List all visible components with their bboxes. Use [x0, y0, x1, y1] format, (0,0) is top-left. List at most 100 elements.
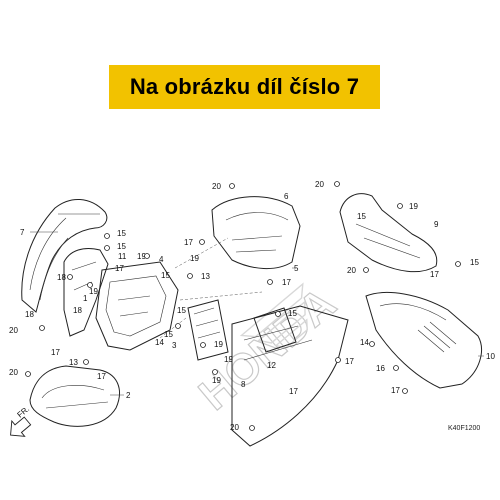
part-outline — [45, 401, 109, 409]
callout-number: 20 — [9, 368, 18, 377]
callout-number: 17 — [391, 386, 400, 395]
callout-10: 10 — [478, 352, 495, 361]
callout-16: 16 — [376, 364, 385, 373]
callout-number: 15 — [164, 330, 173, 339]
fastener — [334, 181, 340, 187]
callout-number: 14 — [155, 338, 164, 347]
part-3-center-panel — [187, 299, 229, 361]
callout-9: 9 — [434, 220, 439, 229]
callout-number: 17 — [184, 238, 193, 247]
callout-number: 15 — [288, 309, 297, 318]
callout-number: 17 — [289, 387, 298, 396]
callout-17f: 17 — [289, 387, 298, 396]
callout-number: 18 — [25, 310, 34, 319]
callout-13a: 13 — [69, 358, 78, 367]
callout-18c: 18 — [25, 310, 34, 319]
callout-20d: 20 — [230, 423, 239, 432]
watermark-text: HONDA — [190, 278, 345, 419]
callout-6: 6 — [284, 192, 289, 201]
part-outline — [179, 291, 263, 301]
fastener — [83, 359, 89, 365]
callout-number: 19 — [214, 340, 223, 349]
part-outline — [379, 303, 447, 321]
part-2-lower-front — [29, 365, 120, 427]
fastener — [402, 388, 408, 394]
callout-19f: 19 — [212, 376, 221, 385]
callout-15g: 15 — [357, 212, 366, 221]
callout-7: 7 — [20, 228, 58, 237]
callout-number: 19 — [190, 254, 199, 263]
callout-15: 15 — [117, 229, 126, 238]
callout-number: 16 — [376, 364, 385, 373]
callout-3: 3 — [172, 341, 177, 350]
part-outline — [355, 223, 421, 259]
callout-number: 17 — [430, 270, 439, 279]
callout-19e: 19 — [224, 355, 233, 364]
part-outline — [174, 237, 229, 269]
callout-number: 18 — [73, 306, 82, 315]
part-outline — [95, 261, 179, 351]
callout-number: 20 — [315, 180, 324, 189]
part-outline — [29, 365, 120, 427]
callout-number: 3 — [172, 341, 177, 350]
honda-watermark: HONDA — [189, 278, 345, 420]
callout-number: 13 — [201, 272, 210, 281]
callout-number: 20 — [230, 423, 239, 432]
diagram-code: K40F1200 — [448, 425, 480, 432]
callout-20c: 20 — [212, 182, 221, 191]
part-number-banner: Na obrázku díl číslo 7 — [109, 65, 380, 109]
callout-20f: 20 — [347, 266, 356, 275]
callout-13b: 13 — [201, 272, 210, 281]
callout-number: 4 — [159, 255, 164, 264]
fastener — [175, 323, 181, 329]
fastener — [267, 279, 273, 285]
callout-18b: 18 — [73, 306, 82, 315]
callout-17h: 17 — [430, 270, 439, 279]
callout-number: 1 — [83, 294, 88, 303]
part-outline — [243, 325, 313, 361]
part-outline — [117, 295, 151, 317]
callout-5: 5 — [292, 264, 299, 273]
callout-1: 1 — [83, 294, 88, 303]
callout-number: 17 — [51, 348, 60, 357]
callout-number: 13 — [69, 358, 78, 367]
front-direction-label: FR. — [16, 404, 32, 419]
part-9-right-upper — [339, 193, 438, 273]
callout-20b: 20 — [9, 368, 18, 377]
fastener — [275, 311, 281, 317]
part-outline — [253, 307, 297, 353]
callout-number: 19 — [137, 252, 146, 261]
fastener — [187, 273, 193, 279]
callout-15h: 15 — [470, 258, 479, 267]
fastener — [393, 365, 399, 371]
part-outline — [63, 248, 109, 337]
callout-number: 20 — [9, 326, 18, 335]
callout-15f: 15 — [288, 309, 297, 318]
fastener — [67, 274, 73, 280]
callout-number: 19 — [224, 355, 233, 364]
part-outline — [225, 212, 289, 221]
callout-4: 4 — [159, 255, 164, 264]
honda-wing-logo — [239, 282, 309, 349]
fastener — [229, 183, 235, 189]
part-12-inner-piece — [253, 307, 297, 353]
callout-17c: 17 — [97, 372, 106, 381]
fastener — [212, 369, 218, 375]
callout-14b: 14 — [360, 338, 369, 347]
callout-2: 2 — [110, 391, 131, 400]
fastener — [144, 253, 150, 259]
part-outline — [187, 299, 229, 361]
callout-11: 11 — [118, 252, 127, 261]
callout-17i: 17 — [391, 386, 400, 395]
callout-number: 20 — [212, 182, 221, 191]
callout-number: 17 — [345, 357, 354, 366]
callout-number: 17 — [97, 372, 106, 381]
fastener — [87, 282, 93, 288]
callout-15e: 15 — [164, 330, 173, 339]
callout-number: 20 — [347, 266, 356, 275]
callout-17d: 17 — [184, 238, 193, 247]
callout-number: 14 — [360, 338, 369, 347]
callout-15c: 15 — [161, 271, 170, 280]
fastener — [39, 325, 45, 331]
callout-number: 8 — [241, 380, 246, 389]
